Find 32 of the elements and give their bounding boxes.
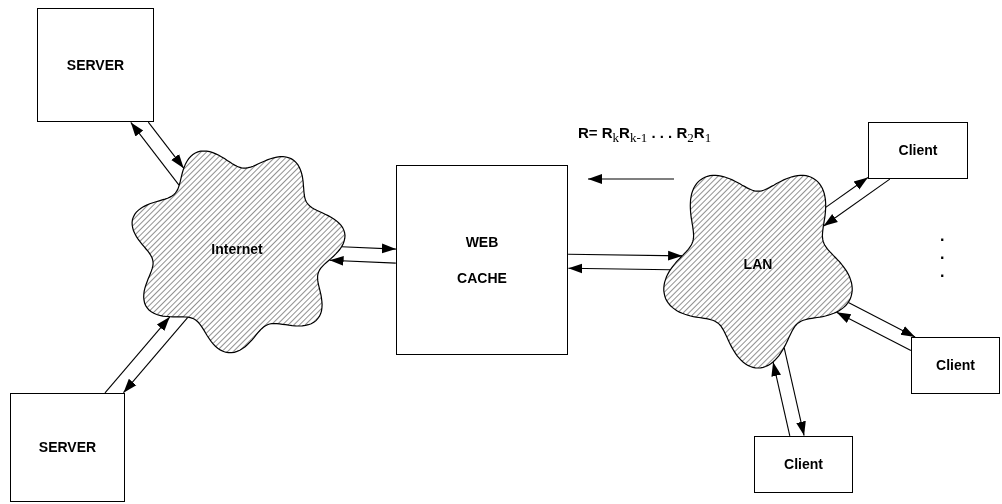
node-box bbox=[911, 337, 1000, 394]
arrow bbox=[783, 347, 806, 437]
node-box bbox=[868, 122, 968, 179]
arrow bbox=[341, 243, 397, 254]
request-sequence-label: R= R$_{k}$R$_{k-1}$ . . . R$_{2}$R$_{1}$ bbox=[578, 124, 712, 146]
node-label: Client bbox=[898, 142, 938, 159]
node-label: WEB CACHE bbox=[456, 232, 508, 288]
node-label: SERVER bbox=[38, 439, 97, 456]
arrow bbox=[823, 178, 891, 227]
node-box bbox=[10, 393, 125, 502]
arrow bbox=[130, 121, 180, 186]
node-label: LAN bbox=[743, 255, 773, 273]
arrow bbox=[147, 121, 185, 169]
node-label: Client bbox=[784, 456, 823, 473]
node-label: Internet bbox=[211, 240, 263, 258]
node-box bbox=[37, 8, 154, 122]
ellipsis-dot: . bbox=[940, 264, 945, 280]
arrow bbox=[567, 250, 683, 261]
arrow bbox=[329, 255, 397, 266]
arrow bbox=[825, 176, 869, 208]
arrow bbox=[771, 361, 791, 437]
ellipsis-dot: . bbox=[940, 228, 945, 244]
ellipsis-dot: . bbox=[940, 246, 945, 262]
node-label: Client bbox=[936, 357, 975, 374]
arrow bbox=[567, 263, 671, 274]
arrow bbox=[122, 316, 189, 394]
arrow bbox=[104, 316, 171, 394]
arrow bbox=[847, 302, 916, 338]
arrow bbox=[836, 311, 912, 352]
node-box bbox=[754, 436, 853, 493]
node-box bbox=[396, 165, 568, 355]
node-label: SERVER bbox=[66, 56, 125, 74]
